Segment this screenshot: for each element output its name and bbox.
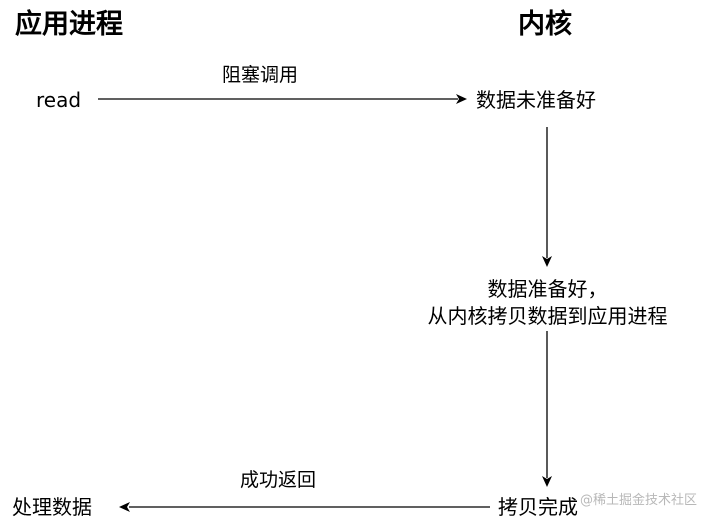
copy-done-node: 拷贝完成 bbox=[498, 495, 578, 519]
arrowhead-left bbox=[119, 502, 130, 512]
process-data-node: 处理数据 bbox=[12, 495, 92, 519]
return-success-label: 成功返回 bbox=[240, 469, 317, 491]
read-node: read bbox=[36, 88, 82, 112]
arrowhead-down-1 bbox=[542, 256, 552, 267]
data-ready-label: 数据准备好， 从内核拷贝数据到应用进程 bbox=[390, 276, 705, 330]
kernel-heading: 内核 bbox=[518, 9, 572, 40]
app-process-heading: 应用进程 bbox=[15, 9, 123, 40]
arrowhead-right bbox=[456, 94, 467, 104]
data-not-ready-node: 数据未准备好 bbox=[476, 88, 596, 112]
arrowhead-down-2 bbox=[542, 476, 552, 487]
data-ready-line-1: 数据准备好， bbox=[487, 277, 608, 301]
data-ready-line-2: 从内核拷贝数据到应用进程 bbox=[427, 304, 668, 328]
blocking-call-label: 阻塞调用 bbox=[222, 64, 299, 86]
watermark: @稀土掘金技术社区 bbox=[579, 493, 697, 508]
